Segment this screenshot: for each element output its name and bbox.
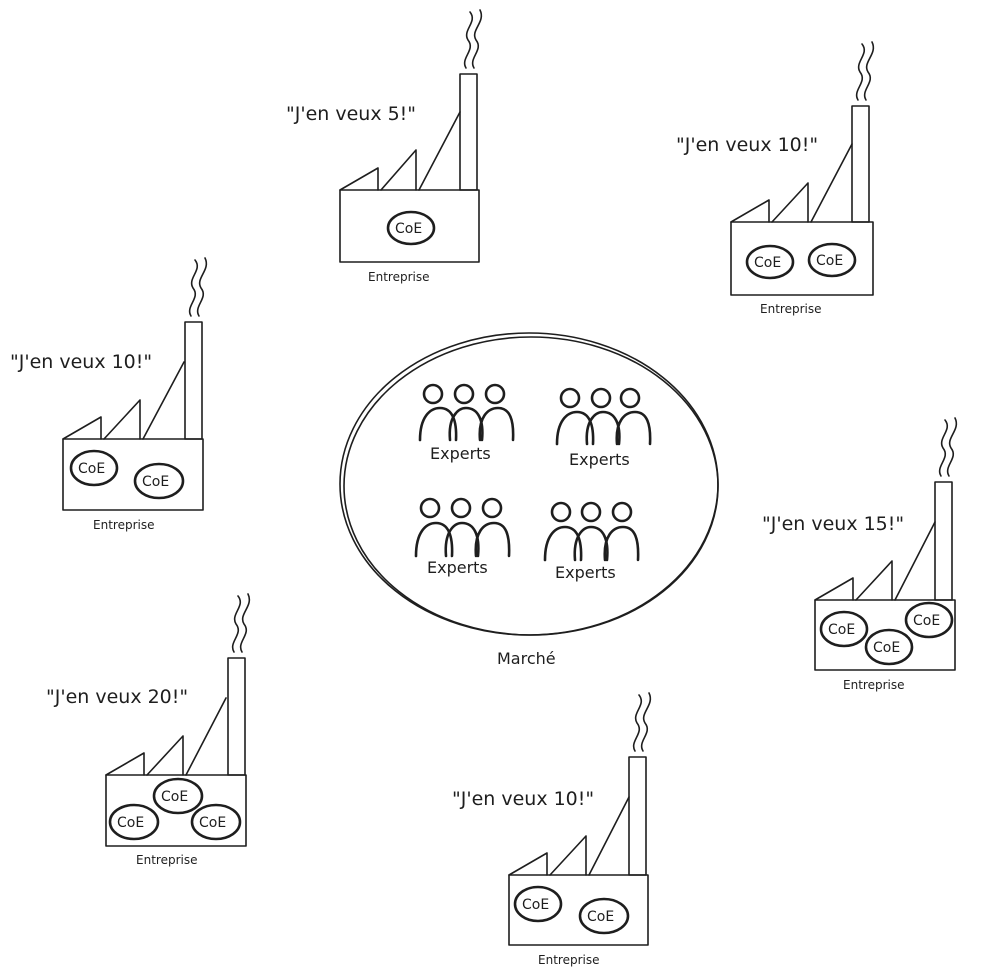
- people-icon: [555, 387, 652, 446]
- svg-text:CoE: CoE: [395, 221, 422, 237]
- expert-label: Experts: [569, 450, 630, 469]
- market-label: Marché: [497, 649, 556, 668]
- coe-badge: CoE: [190, 803, 242, 841]
- svg-text:CoE: CoE: [522, 897, 549, 913]
- smoke-icon: [855, 43, 866, 101]
- coe-badge: CoE: [578, 897, 630, 935]
- factory-quote: "J'en veux 15!": [762, 513, 904, 535]
- svg-text:CoE: CoE: [199, 815, 226, 831]
- svg-text:CoE: CoE: [117, 815, 144, 831]
- factory-4: "J'en veux 15!" CoE CoE CoE Entreprise: [762, 417, 958, 692]
- factory-label: Entreprise: [843, 678, 904, 692]
- coe-badge: CoE: [904, 601, 954, 639]
- smoke-icon: [946, 417, 958, 477]
- factory-label: Entreprise: [93, 518, 154, 532]
- expert-label: Experts: [430, 444, 491, 463]
- svg-text:CoE: CoE: [142, 474, 169, 490]
- expert-group-2: Experts: [555, 387, 652, 469]
- factory-1: "J'en veux 5!" CoE Entreprise: [286, 9, 483, 284]
- svg-text:CoE: CoE: [161, 789, 188, 805]
- coe-badge: CoE: [133, 462, 185, 500]
- factory-quote: "J'en veux 10!": [452, 788, 594, 810]
- factory-5: "J'en veux 20!" CoE CoE CoE Entreprise: [46, 593, 251, 867]
- svg-text:CoE: CoE: [587, 909, 614, 925]
- svg-text:CoE: CoE: [913, 613, 940, 629]
- svg-text:CoE: CoE: [816, 253, 843, 269]
- factory-icon: [62, 257, 208, 511]
- smoke-icon: [239, 593, 251, 653]
- smoke-icon: [231, 595, 242, 653]
- factory-icon: [730, 41, 875, 296]
- market: Experts Experts Expe: [339, 332, 719, 668]
- expert-label: Experts: [555, 563, 616, 582]
- smoke-icon: [463, 11, 474, 69]
- coe-badge: CoE: [69, 449, 119, 487]
- factory-icon: [508, 692, 652, 946]
- factory-quote: "J'en veux 5!": [286, 103, 416, 125]
- coe-badge: CoE: [386, 210, 436, 246]
- factory-label: Entreprise: [368, 270, 429, 284]
- people-icon: [414, 497, 511, 558]
- factory-quote: "J'en veux 10!": [676, 134, 818, 156]
- smoke-icon: [640, 692, 652, 752]
- factory-icon: [339, 9, 483, 263]
- smoke-icon: [938, 419, 949, 477]
- expert-group-4: Experts: [543, 501, 640, 582]
- factory-label: Entreprise: [136, 853, 197, 867]
- factory-label: Entreprise: [760, 302, 821, 316]
- factory-quote: "J'en veux 20!": [46, 686, 188, 708]
- factory-label: Entreprise: [538, 953, 599, 967]
- smoke-icon: [632, 694, 643, 752]
- expert-group-3: Experts: [414, 497, 511, 577]
- svg-text:CoE: CoE: [754, 255, 781, 271]
- coe-badge: CoE: [152, 777, 204, 815]
- coe-badge: CoE: [864, 628, 914, 666]
- smoke-icon: [188, 259, 199, 317]
- coe-badge: CoE: [513, 885, 563, 923]
- factory-2: "J'en veux 10!" CoE CoE Entreprise: [676, 41, 875, 316]
- factory-3: "J'en veux 10!" CoE CoE Entreprise: [10, 257, 208, 532]
- people-icon: [543, 501, 640, 562]
- factory-icon: [105, 593, 251, 847]
- coe-badge: CoE: [108, 803, 160, 841]
- factory-icon: [814, 417, 958, 671]
- expert-group-1: Experts: [418, 383, 515, 463]
- people-icon: [418, 383, 515, 442]
- svg-text:CoE: CoE: [873, 640, 900, 656]
- expert-label: Experts: [427, 558, 488, 577]
- coe-badge: CoE: [807, 242, 857, 278]
- smoke-icon: [863, 41, 875, 101]
- svg-text:CoE: CoE: [78, 461, 105, 477]
- coe-badge: CoE: [819, 610, 869, 648]
- smoke-icon: [196, 257, 208, 317]
- smoke-icon: [471, 9, 483, 69]
- factory-quote: "J'en veux 10!": [10, 351, 152, 373]
- svg-text:CoE: CoE: [828, 622, 855, 638]
- coe-badge: CoE: [745, 244, 795, 280]
- factory-6: "J'en veux 10!" CoE CoE Entreprise: [452, 692, 652, 967]
- market-ellipse-outline: [343, 336, 719, 636]
